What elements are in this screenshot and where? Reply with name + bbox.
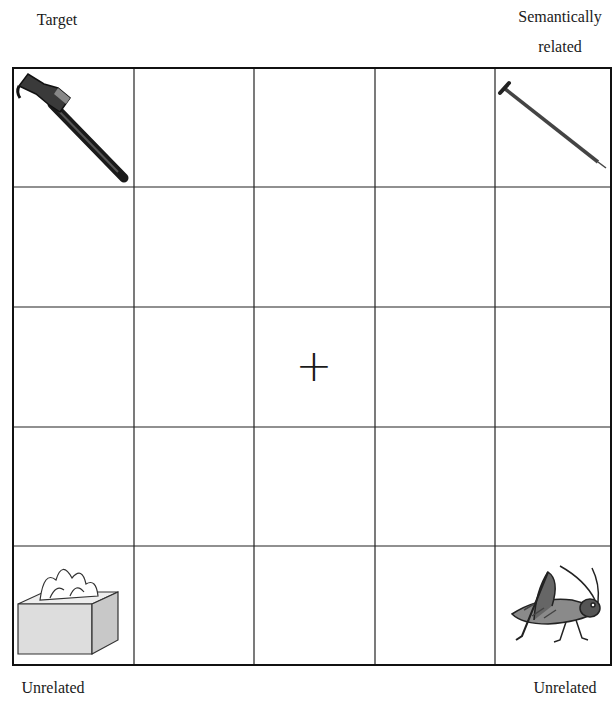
hammer-picture <box>18 74 124 178</box>
condition-label: Semantically related <box>512 2 608 62</box>
condition-label: Unrelated <box>522 674 608 702</box>
nail-picture <box>500 83 606 168</box>
condition-label: Unrelated <box>10 674 96 702</box>
condition-label: Target <box>14 6 100 34</box>
fixation-cross: + <box>284 341 344 391</box>
grasshopper-picture <box>512 566 600 642</box>
tissue-box-picture <box>18 569 118 654</box>
